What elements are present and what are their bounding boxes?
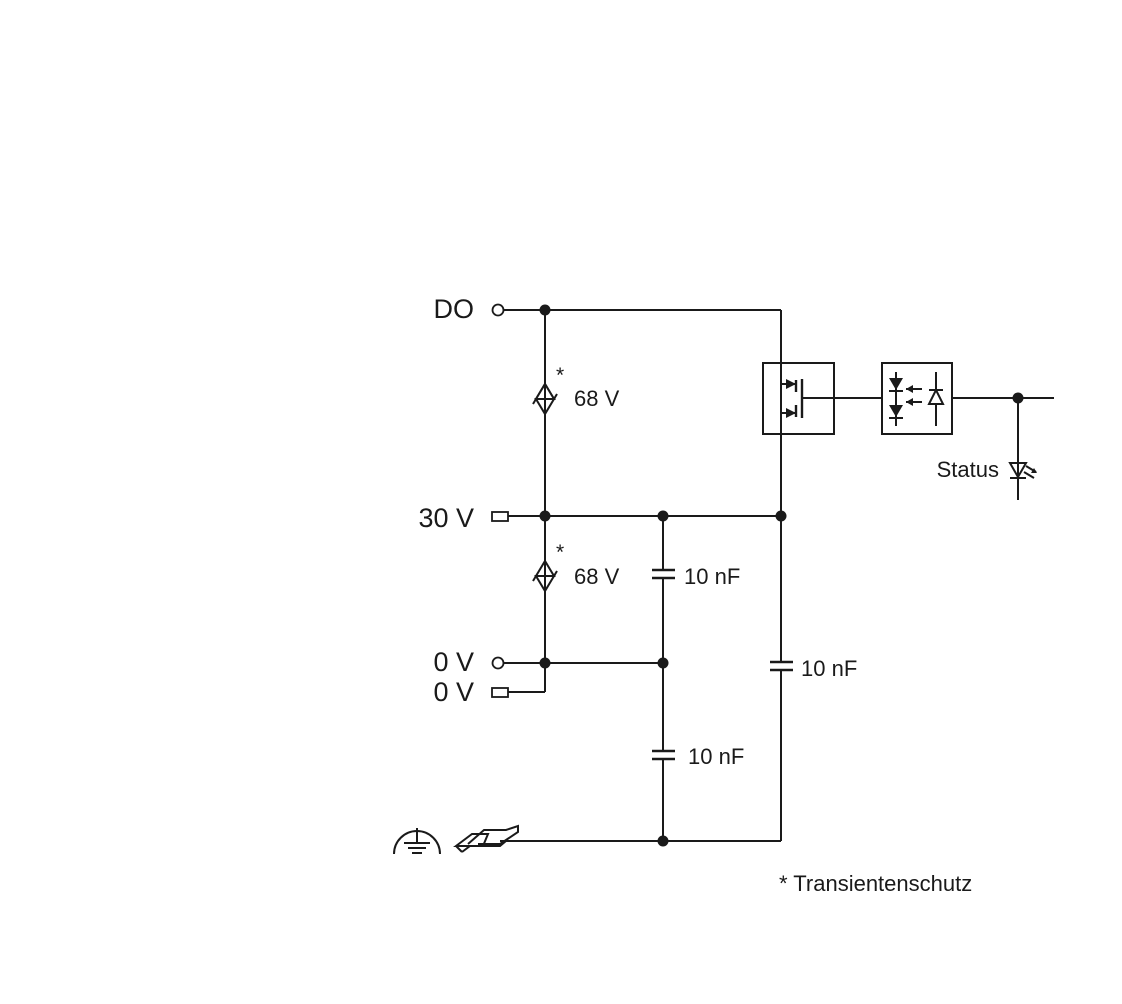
tvs-top-value: 68 V <box>574 386 620 411</box>
capacitor-a <box>652 568 675 580</box>
terminal-0v-a-symbol <box>491 656 505 670</box>
capacitor-c <box>770 660 793 672</box>
terminals: DO 30 V 0 V 0 V <box>418 294 509 707</box>
tvs-top-marker: * <box>556 364 564 387</box>
capacitor-c-value: 10 nF <box>801 656 857 681</box>
terminal-30v-symbol <box>491 511 509 522</box>
tvs-diode-top <box>532 382 558 416</box>
din-rail-icon <box>453 824 519 853</box>
junction-dots <box>539 304 1024 847</box>
terminal-0v-b-label: 0 V <box>433 677 474 707</box>
status-led-icon <box>1008 458 1037 500</box>
tvs-diode-bottom <box>532 559 558 593</box>
terminal-0v-a-label: 0 V <box>433 647 474 677</box>
footnote: * Transientenschutz <box>779 871 972 896</box>
capacitor-b-value: 10 nF <box>688 744 744 769</box>
tvs-bottom-value: 68 V <box>574 564 620 589</box>
capacitor-a-value: 10 nF <box>684 564 740 589</box>
protective-earth-icon <box>393 828 441 855</box>
tvs-bottom-marker: * <box>556 541 564 564</box>
terminal-30v-label: 30 V <box>418 503 474 533</box>
terminal-do-label: DO <box>434 294 475 324</box>
optocoupler-block <box>881 362 953 435</box>
status-label: Status <box>937 457 999 482</box>
terminal-0v-b-symbol <box>491 687 509 698</box>
terminal-do-symbol <box>491 303 505 317</box>
capacitor-b <box>652 749 675 761</box>
mosfet-switch-block <box>762 362 835 435</box>
